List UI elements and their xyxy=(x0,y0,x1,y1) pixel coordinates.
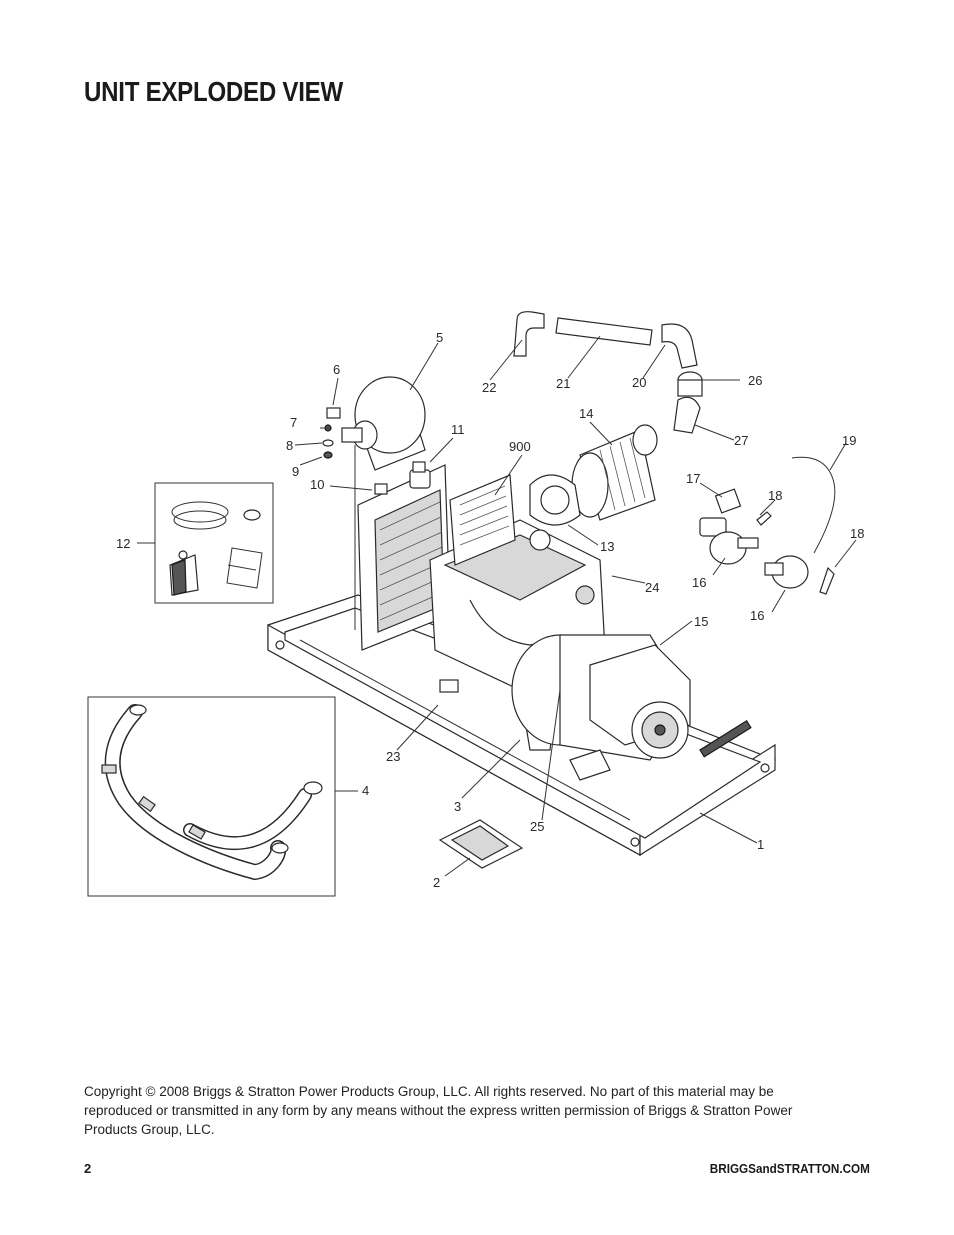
callout-8: 8 xyxy=(286,438,293,453)
callout-20: 20 xyxy=(632,375,646,390)
callout-16a: 16 xyxy=(692,575,706,590)
page-title: UNIT EXPLODED VIEW xyxy=(84,76,343,107)
callout-25: 25 xyxy=(530,819,544,834)
intake-hoses xyxy=(513,311,703,434)
callout-14: 14 xyxy=(579,406,593,421)
label-11 xyxy=(412,461,426,473)
drip-tray xyxy=(438,819,524,869)
callout-16b: 16 xyxy=(750,608,764,623)
callout-9: 9 xyxy=(292,464,299,479)
callout-22: 22 xyxy=(482,380,496,395)
callout-6: 6 xyxy=(333,362,340,377)
callout-15: 15 xyxy=(694,614,708,629)
callout-10: 10 xyxy=(310,477,324,492)
callout-18b: 18 xyxy=(850,526,864,541)
label-6 xyxy=(326,407,341,419)
callout-7: 7 xyxy=(290,415,297,430)
inset-coolant-kit xyxy=(154,482,274,604)
washer-8 xyxy=(322,439,334,447)
label-10 xyxy=(374,483,388,495)
callout-13: 13 xyxy=(600,539,614,554)
callout-11: 11 xyxy=(451,422,465,437)
callout-5: 5 xyxy=(436,330,443,345)
website-footer: BRIGGSandSTRATTON.COM xyxy=(709,1161,870,1176)
callout-12: 12 xyxy=(116,536,130,551)
callout-900: 900 xyxy=(509,439,531,454)
air-cleaner xyxy=(529,424,658,526)
callout-27: 27 xyxy=(734,433,748,448)
callout-24: 24 xyxy=(645,580,659,595)
leader-lines xyxy=(137,335,857,877)
page-number: 2 xyxy=(84,1161,92,1176)
callout-3: 3 xyxy=(454,799,461,814)
callout-19: 19 xyxy=(842,433,856,448)
callout-26: 26 xyxy=(748,373,762,388)
callout-17: 17 xyxy=(686,471,700,486)
callout-18a: 18 xyxy=(768,488,782,503)
muffler xyxy=(341,376,426,471)
fuel-components xyxy=(699,456,836,595)
callout-23: 23 xyxy=(386,749,400,764)
inset-exhaust-pipe xyxy=(87,696,336,897)
alternator xyxy=(511,634,691,781)
copyright-notice: Copyright © 2008 Briggs & Stratton Power… xyxy=(84,1084,793,1137)
callout-21: 21 xyxy=(556,376,570,391)
callout-1: 1 xyxy=(757,837,764,852)
callout-4: 4 xyxy=(362,783,369,798)
callout-2: 2 xyxy=(433,875,440,890)
nut-9 xyxy=(323,451,333,459)
